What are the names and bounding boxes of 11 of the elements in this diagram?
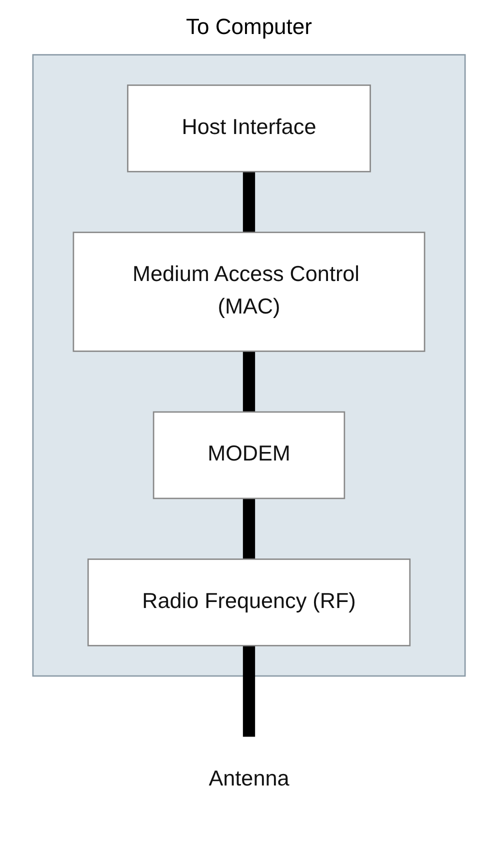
caption-text: To Computer (186, 14, 312, 40)
cluster (32, 54, 466, 677)
connector (242, 350, 256, 413)
connector (242, 644, 256, 738)
node-box: Host Interface (127, 84, 371, 172)
connector (242, 497, 256, 560)
node-box: Medium Access Control (MAC) (72, 232, 426, 352)
node-box: Radio Frequency (RF) (87, 558, 411, 646)
node-text: Antenna (208, 768, 290, 791)
node-box: MODEM (152, 411, 346, 500)
connector (242, 170, 256, 234)
